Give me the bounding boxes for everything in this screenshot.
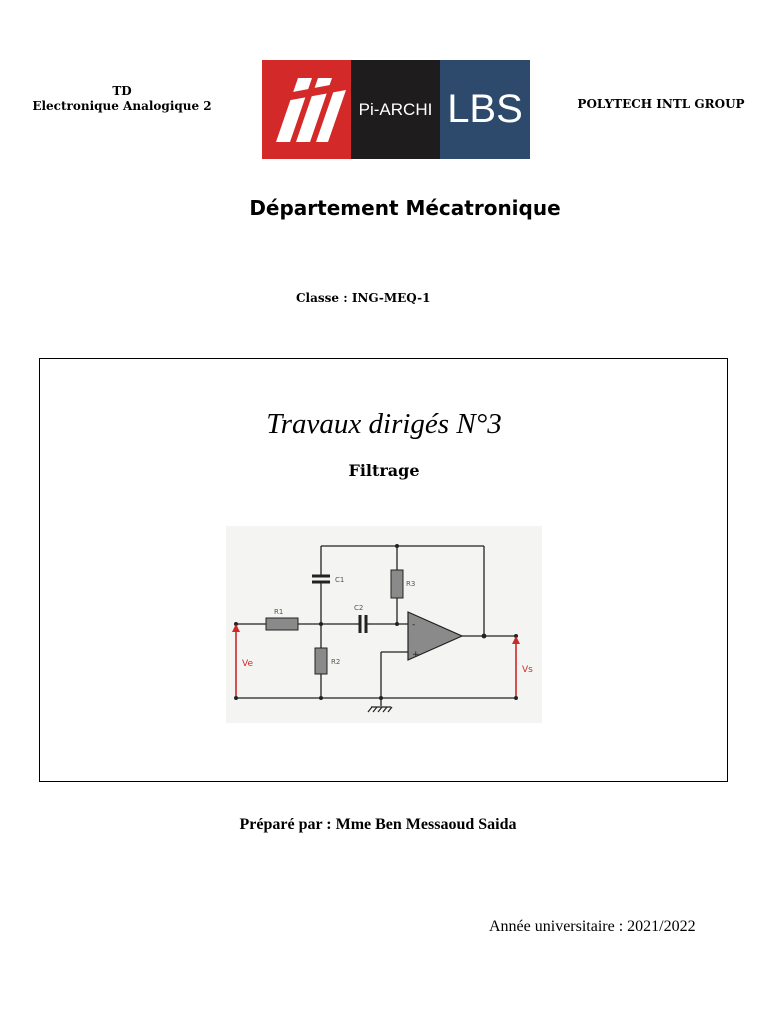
label-r1: R1 <box>274 608 283 616</box>
title-frame <box>39 358 728 782</box>
pi-logo <box>262 60 351 159</box>
resistor-r3 <box>390 569 404 599</box>
lbs-logo: LBS <box>440 60 530 159</box>
ve-arrow <box>232 624 240 696</box>
course-name: Electronique Analogique 2 <box>32 99 212 113</box>
op-amp <box>407 611 464 661</box>
prepared-by: Préparé par : Mme Ben Messaoud Saida <box>239 816 517 833</box>
circuit-nodes <box>234 544 518 700</box>
resistor-r2 <box>314 647 328 675</box>
op-amp-plus: + <box>412 650 420 660</box>
label-r3: R3 <box>406 580 415 588</box>
label-ve: Ve <box>242 659 253 669</box>
resistor-r1 <box>265 617 299 631</box>
vs-arrow <box>512 636 520 696</box>
component-labels: R1 R2 R3 C1 C2 <box>274 576 415 666</box>
group-name: POLYTECH INTL GROUP <box>577 97 745 111</box>
course-type: TD <box>112 84 132 98</box>
document-subtitle: Filtrage <box>348 461 420 480</box>
academic-year: Année universitaire : 2021/2022 <box>489 918 696 935</box>
label-c1: C1 <box>335 576 344 584</box>
document-title: Travaux dirigés N°3 <box>266 408 502 440</box>
circuit-wires <box>236 545 516 706</box>
ground-symbol <box>367 706 393 713</box>
class-label: Classe : ING-MEQ-1 <box>296 291 431 305</box>
logo-banner: Pi-ARCHI LBS <box>262 60 538 159</box>
label-c2: C2 <box>354 604 363 612</box>
pi-logo-mark <box>276 78 346 142</box>
course-header: TD Electronique Analogique 2 <box>8 84 236 114</box>
op-amp-minus: - <box>412 620 415 630</box>
label-r2: R2 <box>331 658 340 666</box>
pi-archi-logo: Pi-ARCHI <box>351 60 440 159</box>
filter-circuit-diagram: - + R1 R2 R3 C1 C2 Ve Vs <box>226 526 542 723</box>
department-title: Département Mécatronique <box>249 196 561 220</box>
label-vs: Vs <box>522 665 533 675</box>
capacitor-c1 <box>312 574 330 584</box>
